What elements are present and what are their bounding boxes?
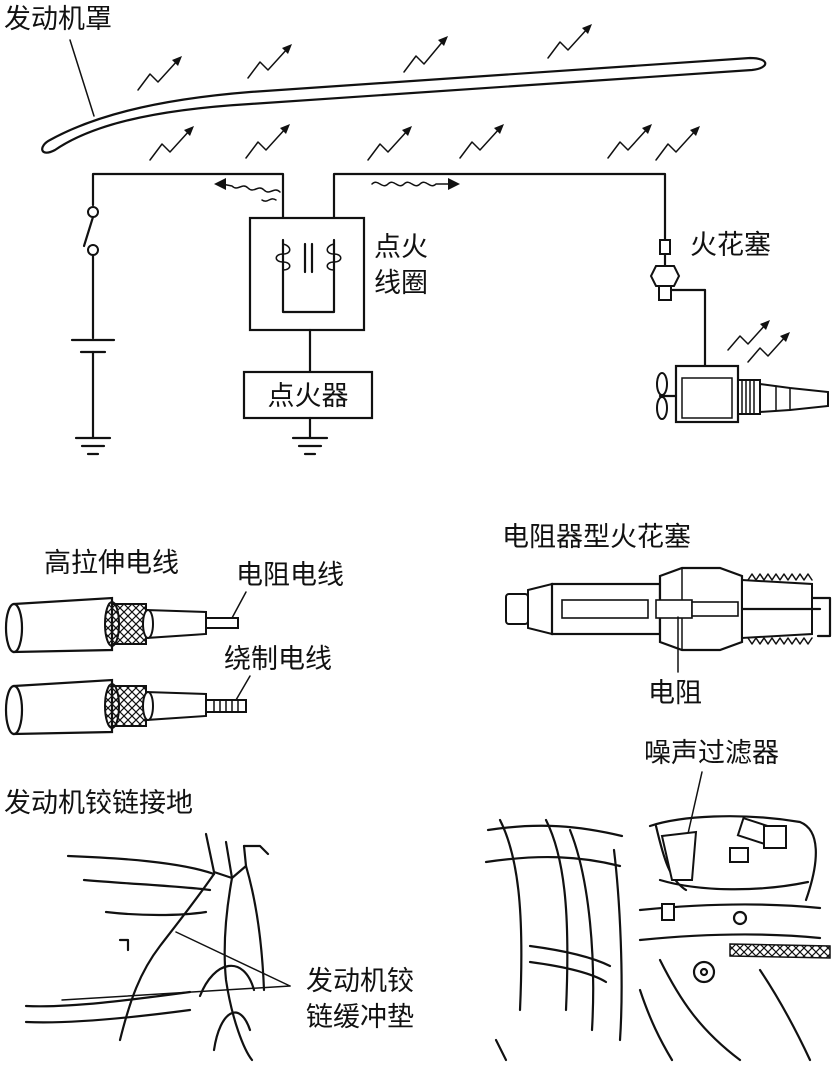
- switch-icon: [82, 206, 99, 256]
- battery-icon: [70, 338, 116, 354]
- hood-label: 发动机罩: [4, 4, 112, 35]
- hood-hinge-ground-label: 发动机铰链接地: [4, 788, 193, 819]
- igniter-label: 点火器: [268, 381, 349, 412]
- lightning-icon: [747, 332, 790, 363]
- hood-hinge-drawing: [24, 832, 291, 1062]
- lightning-icon: [727, 320, 770, 351]
- cable-icon: [4, 591, 247, 654]
- igniter-box: 点火器: [242, 370, 374, 420]
- circuit-wiring: [70, 172, 667, 456]
- noise-filter-label: 噪声过滤器: [644, 738, 779, 769]
- hood-panel: [41, 39, 767, 154]
- engine-icon: [656, 364, 829, 424]
- hinge-strap-label-2: 链缓冲垫: [306, 1002, 414, 1033]
- lightning-icon: [245, 124, 290, 159]
- resistor-spark-plug: [505, 566, 832, 673]
- lightning-icon: [403, 36, 448, 73]
- spark-plug-icon: [649, 239, 707, 301]
- resistive-wire-label: 电阻电线: [236, 560, 344, 591]
- high-tension-wire-label: 高拉伸电线: [44, 548, 179, 579]
- lightning-icon: [247, 44, 292, 79]
- resistor-label: 电阻: [648, 678, 702, 709]
- ignition-coil-label-2: 线圈: [374, 268, 428, 299]
- engine-bay-drawing: [484, 815, 831, 1062]
- coil-icon: [275, 242, 342, 274]
- resistor-plug-title: 电阻器型火花塞: [502, 522, 691, 553]
- noise-emission-left: [214, 178, 281, 202]
- ignition-coil-label-1: 点火: [374, 232, 428, 263]
- lightning-icon: [137, 56, 182, 91]
- ground-icon: [291, 436, 329, 456]
- cable-icon: [4, 675, 251, 736]
- lightning-icon: [547, 24, 592, 59]
- hinge-strap-label-1: 发动机铰: [306, 966, 414, 997]
- lightning-icon: [367, 126, 412, 161]
- lightning-icon: [149, 126, 194, 161]
- lightning-icon: [607, 124, 652, 159]
- spark-plug-label: 火花塞: [690, 230, 771, 261]
- noise-emission-right: [371, 178, 460, 190]
- lightning-icon: [459, 124, 504, 159]
- ground-icon: [74, 436, 112, 456]
- ignition-coil: [248, 216, 366, 332]
- wound-wire-label: 绕制电线: [224, 644, 332, 675]
- lightning-icon: [655, 126, 700, 161]
